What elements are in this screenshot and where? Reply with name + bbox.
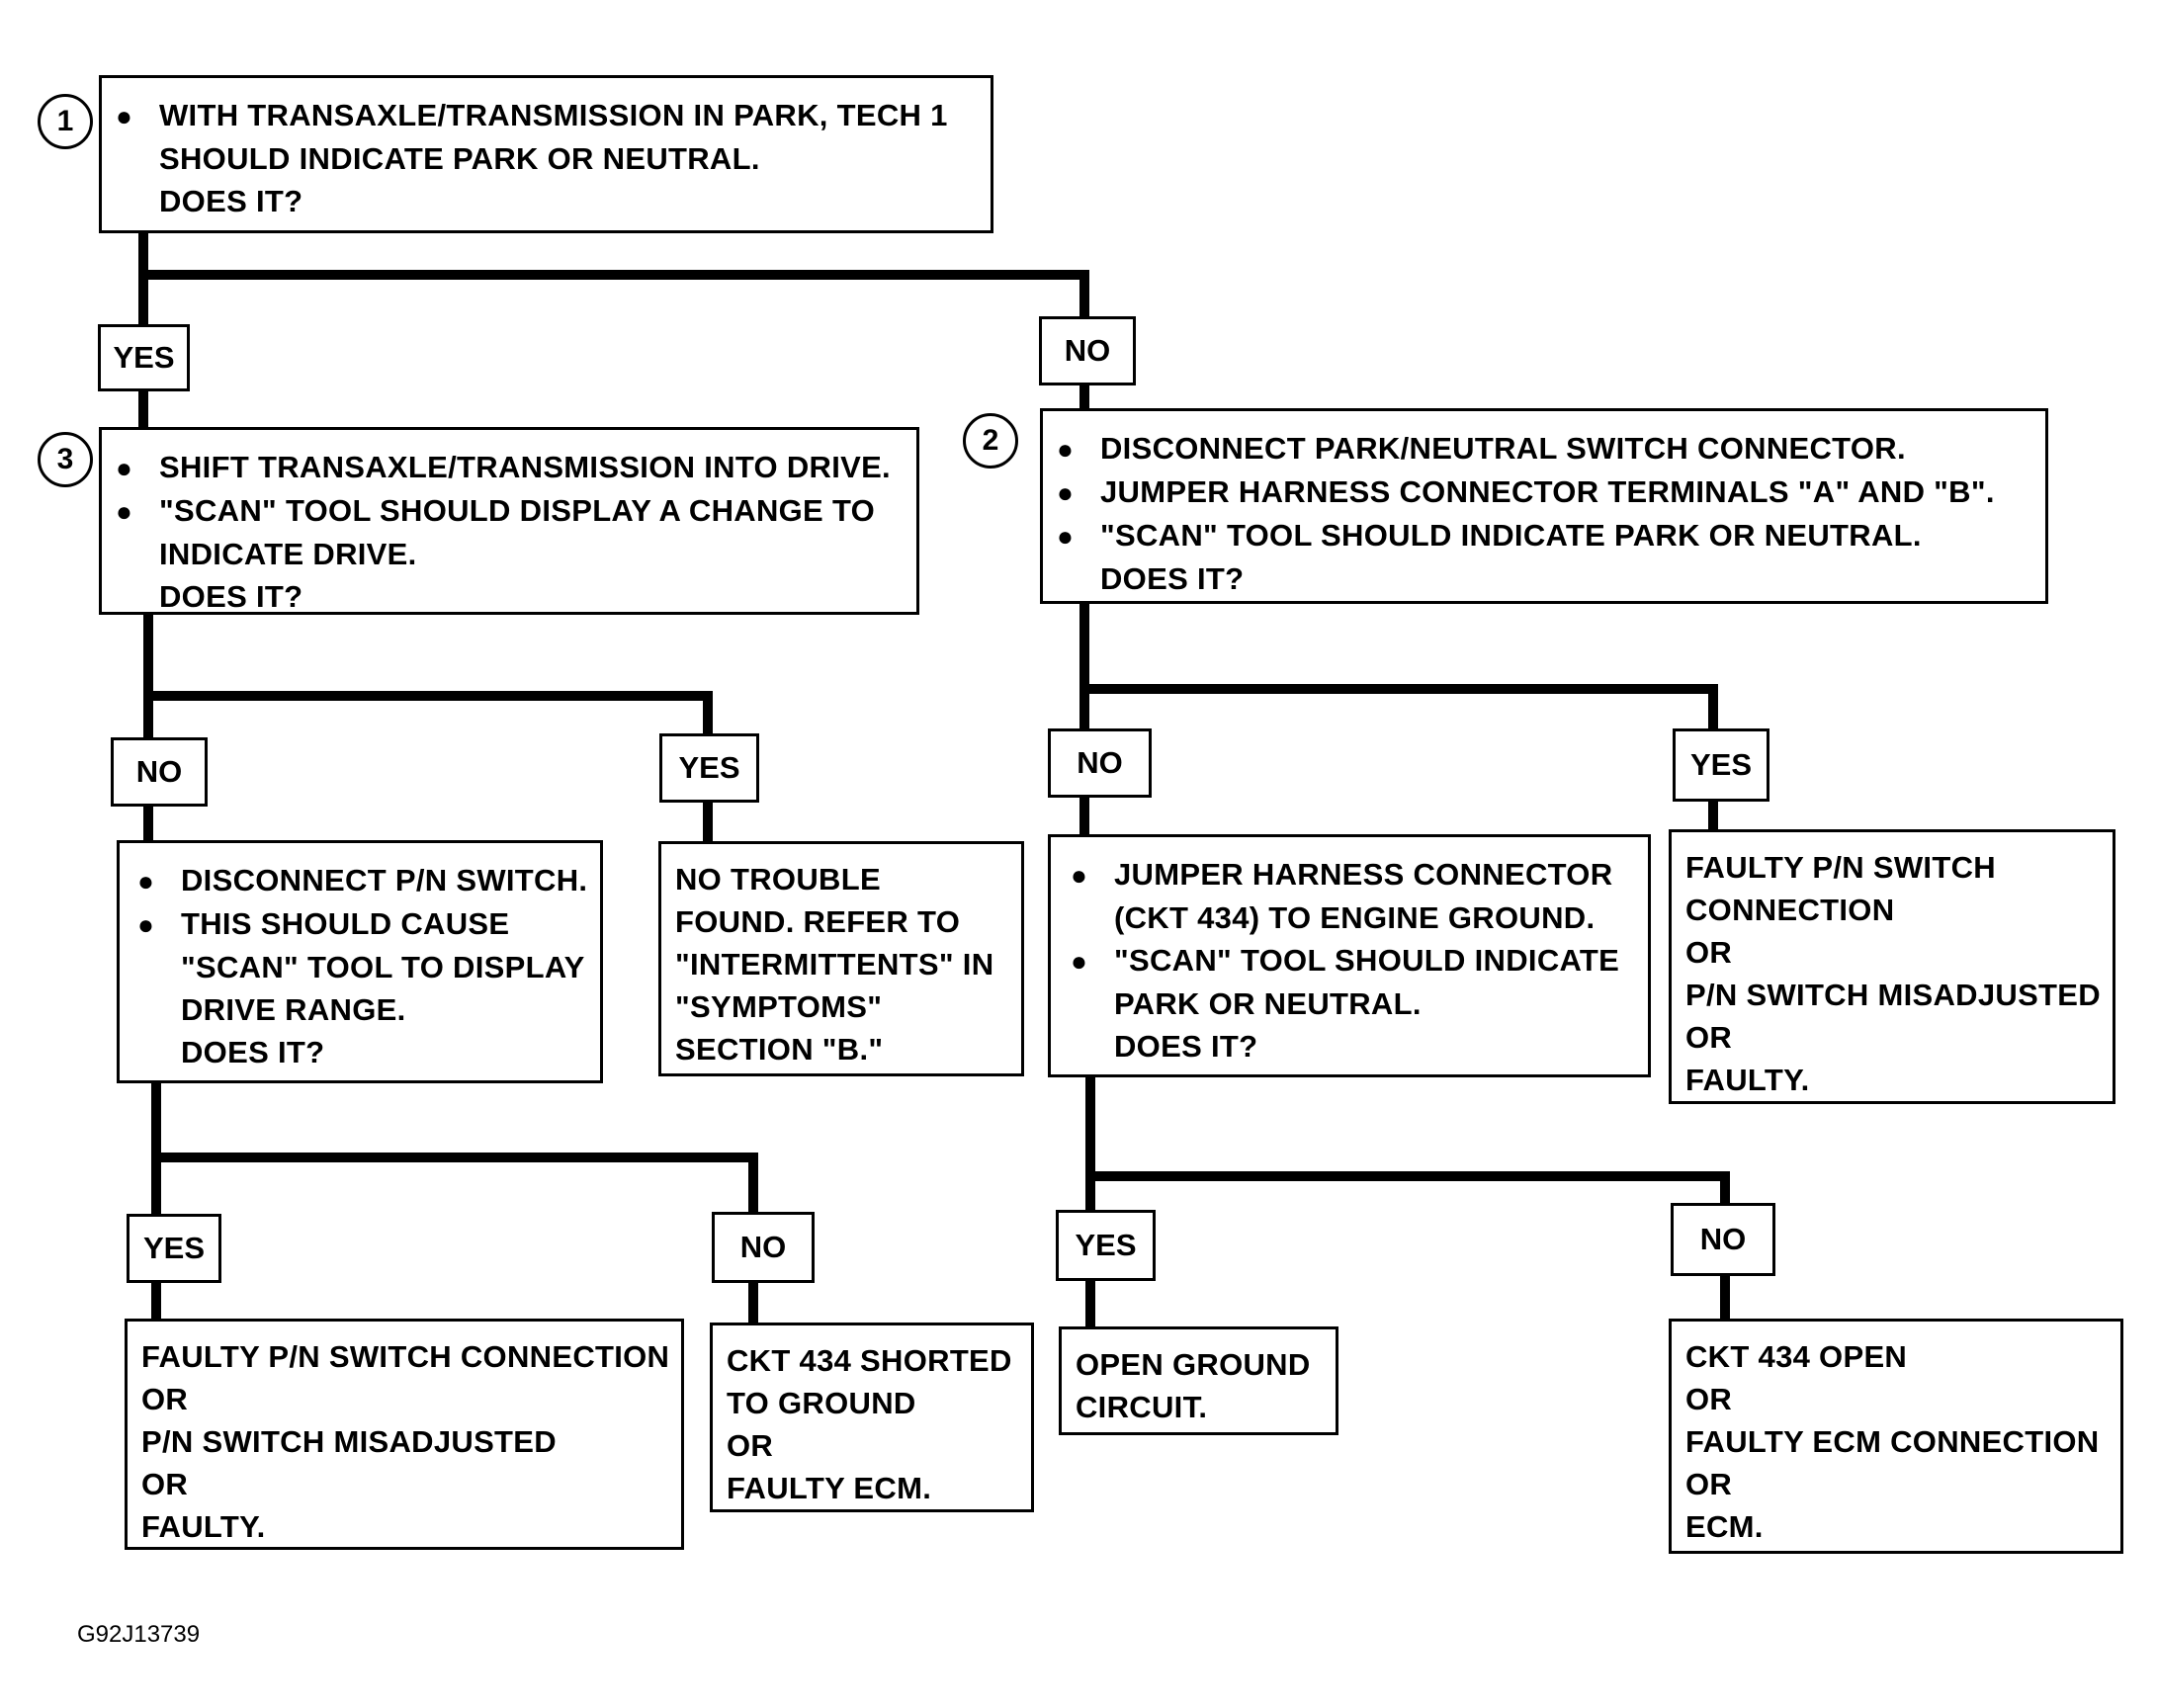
step-3-no-line-2: ● THIS SHOULD CAUSE [137, 902, 580, 946]
bullet-icon: ● [1057, 477, 1075, 508]
figure-id: G92J13739 [77, 1621, 201, 1648]
step-2-no-line-1: ● JUMPER HARNESS CONNECTOR [1071, 853, 1628, 897]
step-2-no-yes-label: YES [1056, 1210, 1156, 1281]
step-3-line-1: ● SHIFT TRANSAXLE/TRANSMISSION INTO DRIVE… [116, 446, 897, 489]
step-3-box: ● SHIFT TRANSAXLE/TRANSMISSION INTO DRIVE… [99, 427, 919, 615]
step-3-no-text-1: DISCONNECT P/N SWITCH. [181, 863, 588, 897]
bullet-icon: ● [137, 909, 155, 940]
step-2-no-box: ● JUMPER HARNESS CONNECTOR (CKT 434) TO E… [1048, 834, 1651, 1077]
ckt-shorted-line-1: CKT 434 SHORTED [727, 1343, 1012, 1378]
step-2-no-text-1: JUMPER HARNESS CONNECTOR [1114, 857, 1613, 892]
step-1-line-3: DOES IT? [159, 184, 303, 218]
step-3-no-line-1: ● DISCONNECT P/N SWITCH. [137, 859, 587, 902]
step-3-no-line-5: DOES IT? [181, 1035, 325, 1069]
step-3-no-text-2: THIS SHOULD CAUSE [181, 906, 510, 941]
ckt-open-line-2: OR [1685, 1382, 1733, 1416]
no-trouble-line-2: FOUND. REFER TO [675, 904, 961, 939]
faulty-pn-left-line-2: OR [141, 1382, 189, 1416]
bullet-icon: ● [137, 866, 155, 897]
step-2-yes-label: YES [1673, 728, 1769, 802]
step-2-box: ● DISCONNECT PARK/NEUTRAL SWITCH CONNECTO… [1040, 408, 2048, 604]
faulty-pn-left-line-1: FAULTY P/N SWITCH CONNECTION [141, 1339, 670, 1374]
step-2-no-text-3: "SCAN" TOOL SHOULD INDICATE [1114, 943, 1620, 978]
step-2-line-4: DOES IT? [1100, 561, 1245, 596]
faulty-pn-left-line-4: OR [141, 1467, 189, 1501]
step-3-text-2: "SCAN" TOOL SHOULD DISPLAY A CHANGE TO [159, 493, 876, 528]
open-ground-line-2: CIRCUIT. [1076, 1390, 1208, 1424]
step-3-no-no-label: NO [712, 1212, 815, 1283]
ckt-434-shorted-box: CKT 434 SHORTED TO GROUND OR FAULTY ECM. [710, 1323, 1034, 1512]
step-2-no-line-4: PARK OR NEUTRAL. [1114, 986, 1422, 1021]
ckt-open-line-1: CKT 434 OPEN [1685, 1339, 1908, 1374]
step-2-line-3: ● "SCAN" TOOL SHOULD INDICATE PARK OR NEU… [1057, 514, 2026, 557]
ckt-434-open-box: CKT 434 OPEN OR FAULTY ECM CONNECTION OR… [1669, 1319, 2123, 1554]
step-3-no-yes-label: YES [127, 1214, 221, 1283]
bullet-icon: ● [1071, 946, 1088, 977]
step-1-yes-label: YES [98, 324, 190, 391]
step-2-no-line-5: DOES IT? [1114, 1029, 1258, 1064]
step-1-text-1: WITH TRANSAXLE/TRANSMISSION IN PARK, TEC… [159, 98, 948, 132]
step-1-box: ● WITH TRANSAXLE/TRANSMISSION IN PARK, TE… [99, 75, 993, 233]
step-1-no-label: NO [1039, 316, 1136, 385]
step-3-no-line-4: DRIVE RANGE. [181, 992, 406, 1027]
ckt-shorted-line-3: OR [727, 1428, 774, 1463]
step-2-text-1: DISCONNECT PARK/NEUTRAL SWITCH CONNECTOR… [1100, 431, 1906, 466]
no-trouble-line-5: SECTION "B." [675, 1032, 884, 1067]
step-3-yes-label: YES [659, 733, 759, 803]
step-number-2: 2 [963, 413, 1018, 469]
faulty-pn-right-line-2: CONNECTION [1685, 893, 1895, 927]
no-trouble-found-box: NO TROUBLE FOUND. REFER TO "INTERMITTENT… [658, 841, 1024, 1076]
step-number-3: 3 [38, 432, 93, 487]
step-1-line-2: SHOULD INDICATE PARK OR NEUTRAL. [159, 141, 760, 176]
step-3-no-box: ● DISCONNECT P/N SWITCH. ● THIS SHOULD CAU… [117, 840, 603, 1083]
bullet-icon: ● [1057, 521, 1075, 552]
no-trouble-line-1: NO TROUBLE [675, 862, 881, 897]
ckt-open-line-3: FAULTY ECM CONNECTION [1685, 1424, 2100, 1459]
step-2-no-line-3: ● "SCAN" TOOL SHOULD INDICATE [1071, 939, 1628, 982]
step-2-line-1: ● DISCONNECT PARK/NEUTRAL SWITCH CONNECTO… [1057, 427, 2026, 470]
ckt-shorted-line-2: TO GROUND [727, 1386, 916, 1420]
bullet-icon: ● [1071, 860, 1088, 891]
step-number-1: 1 [38, 94, 93, 149]
bullet-icon: ● [1057, 434, 1075, 465]
step-2-no-line-2: (CKT 434) TO ENGINE GROUND. [1114, 900, 1596, 935]
step-3-text-1: SHIFT TRANSAXLE/TRANSMISSION INTO DRIVE. [159, 450, 891, 484]
step-2-no-no-label: NO [1671, 1203, 1775, 1276]
step-2-no-label: NO [1048, 728, 1152, 798]
bullet-icon: ● [116, 453, 133, 483]
ckt-open-line-5: ECM. [1685, 1509, 1764, 1544]
faulty-pn-switch-right-box: FAULTY P/N SWITCH CONNECTION OR P/N SWIT… [1669, 829, 2115, 1104]
faulty-pn-right-line-3: OR [1685, 935, 1733, 970]
faulty-pn-left-line-3: P/N SWITCH MISADJUSTED [141, 1424, 557, 1459]
bullet-icon: ● [116, 496, 133, 527]
faulty-pn-right-line-6: FAULTY. [1685, 1063, 1810, 1097]
step-2-line-2: ● JUMPER HARNESS CONNECTOR TERMINALS "A" … [1057, 470, 2026, 514]
faulty-pn-right-line-5: OR [1685, 1020, 1733, 1055]
step-3-line-4: DOES IT? [159, 579, 303, 614]
faulty-pn-right-line-4: P/N SWITCH MISADJUSTED [1685, 978, 2101, 1012]
open-ground-circuit-box: OPEN GROUND CIRCUIT. [1059, 1326, 1338, 1435]
step-3-no-line-3: "SCAN" TOOL TO DISPLAY [181, 950, 585, 984]
faulty-pn-left-line-5: FAULTY. [141, 1509, 266, 1544]
no-trouble-line-4: "SYMPTOMS" [675, 989, 883, 1024]
ckt-shorted-line-4: FAULTY ECM. [727, 1471, 932, 1505]
step-3-line-3: INDICATE DRIVE. [159, 537, 417, 571]
faulty-pn-switch-left-box: FAULTY P/N SWITCH CONNECTION OR P/N SWIT… [125, 1319, 684, 1550]
step-2-text-2: JUMPER HARNESS CONNECTOR TERMINALS "A" A… [1100, 474, 1995, 509]
bullet-icon: ● [116, 101, 133, 131]
ckt-open-line-4: OR [1685, 1467, 1733, 1501]
step-3-line-2: ● "SCAN" TOOL SHOULD DISPLAY A CHANGE TO [116, 489, 897, 533]
open-ground-line-1: OPEN GROUND [1076, 1347, 1311, 1382]
step-3-no-label: NO [111, 737, 208, 807]
no-trouble-line-3: "INTERMITTENTS" IN [675, 947, 994, 982]
step-2-text-3: "SCAN" TOOL SHOULD INDICATE PARK OR NEUT… [1100, 518, 1922, 553]
step-1-line-1: ● WITH TRANSAXLE/TRANSMISSION IN PARK, TE… [116, 94, 971, 137]
faulty-pn-right-line-1: FAULTY P/N SWITCH [1685, 850, 1996, 885]
